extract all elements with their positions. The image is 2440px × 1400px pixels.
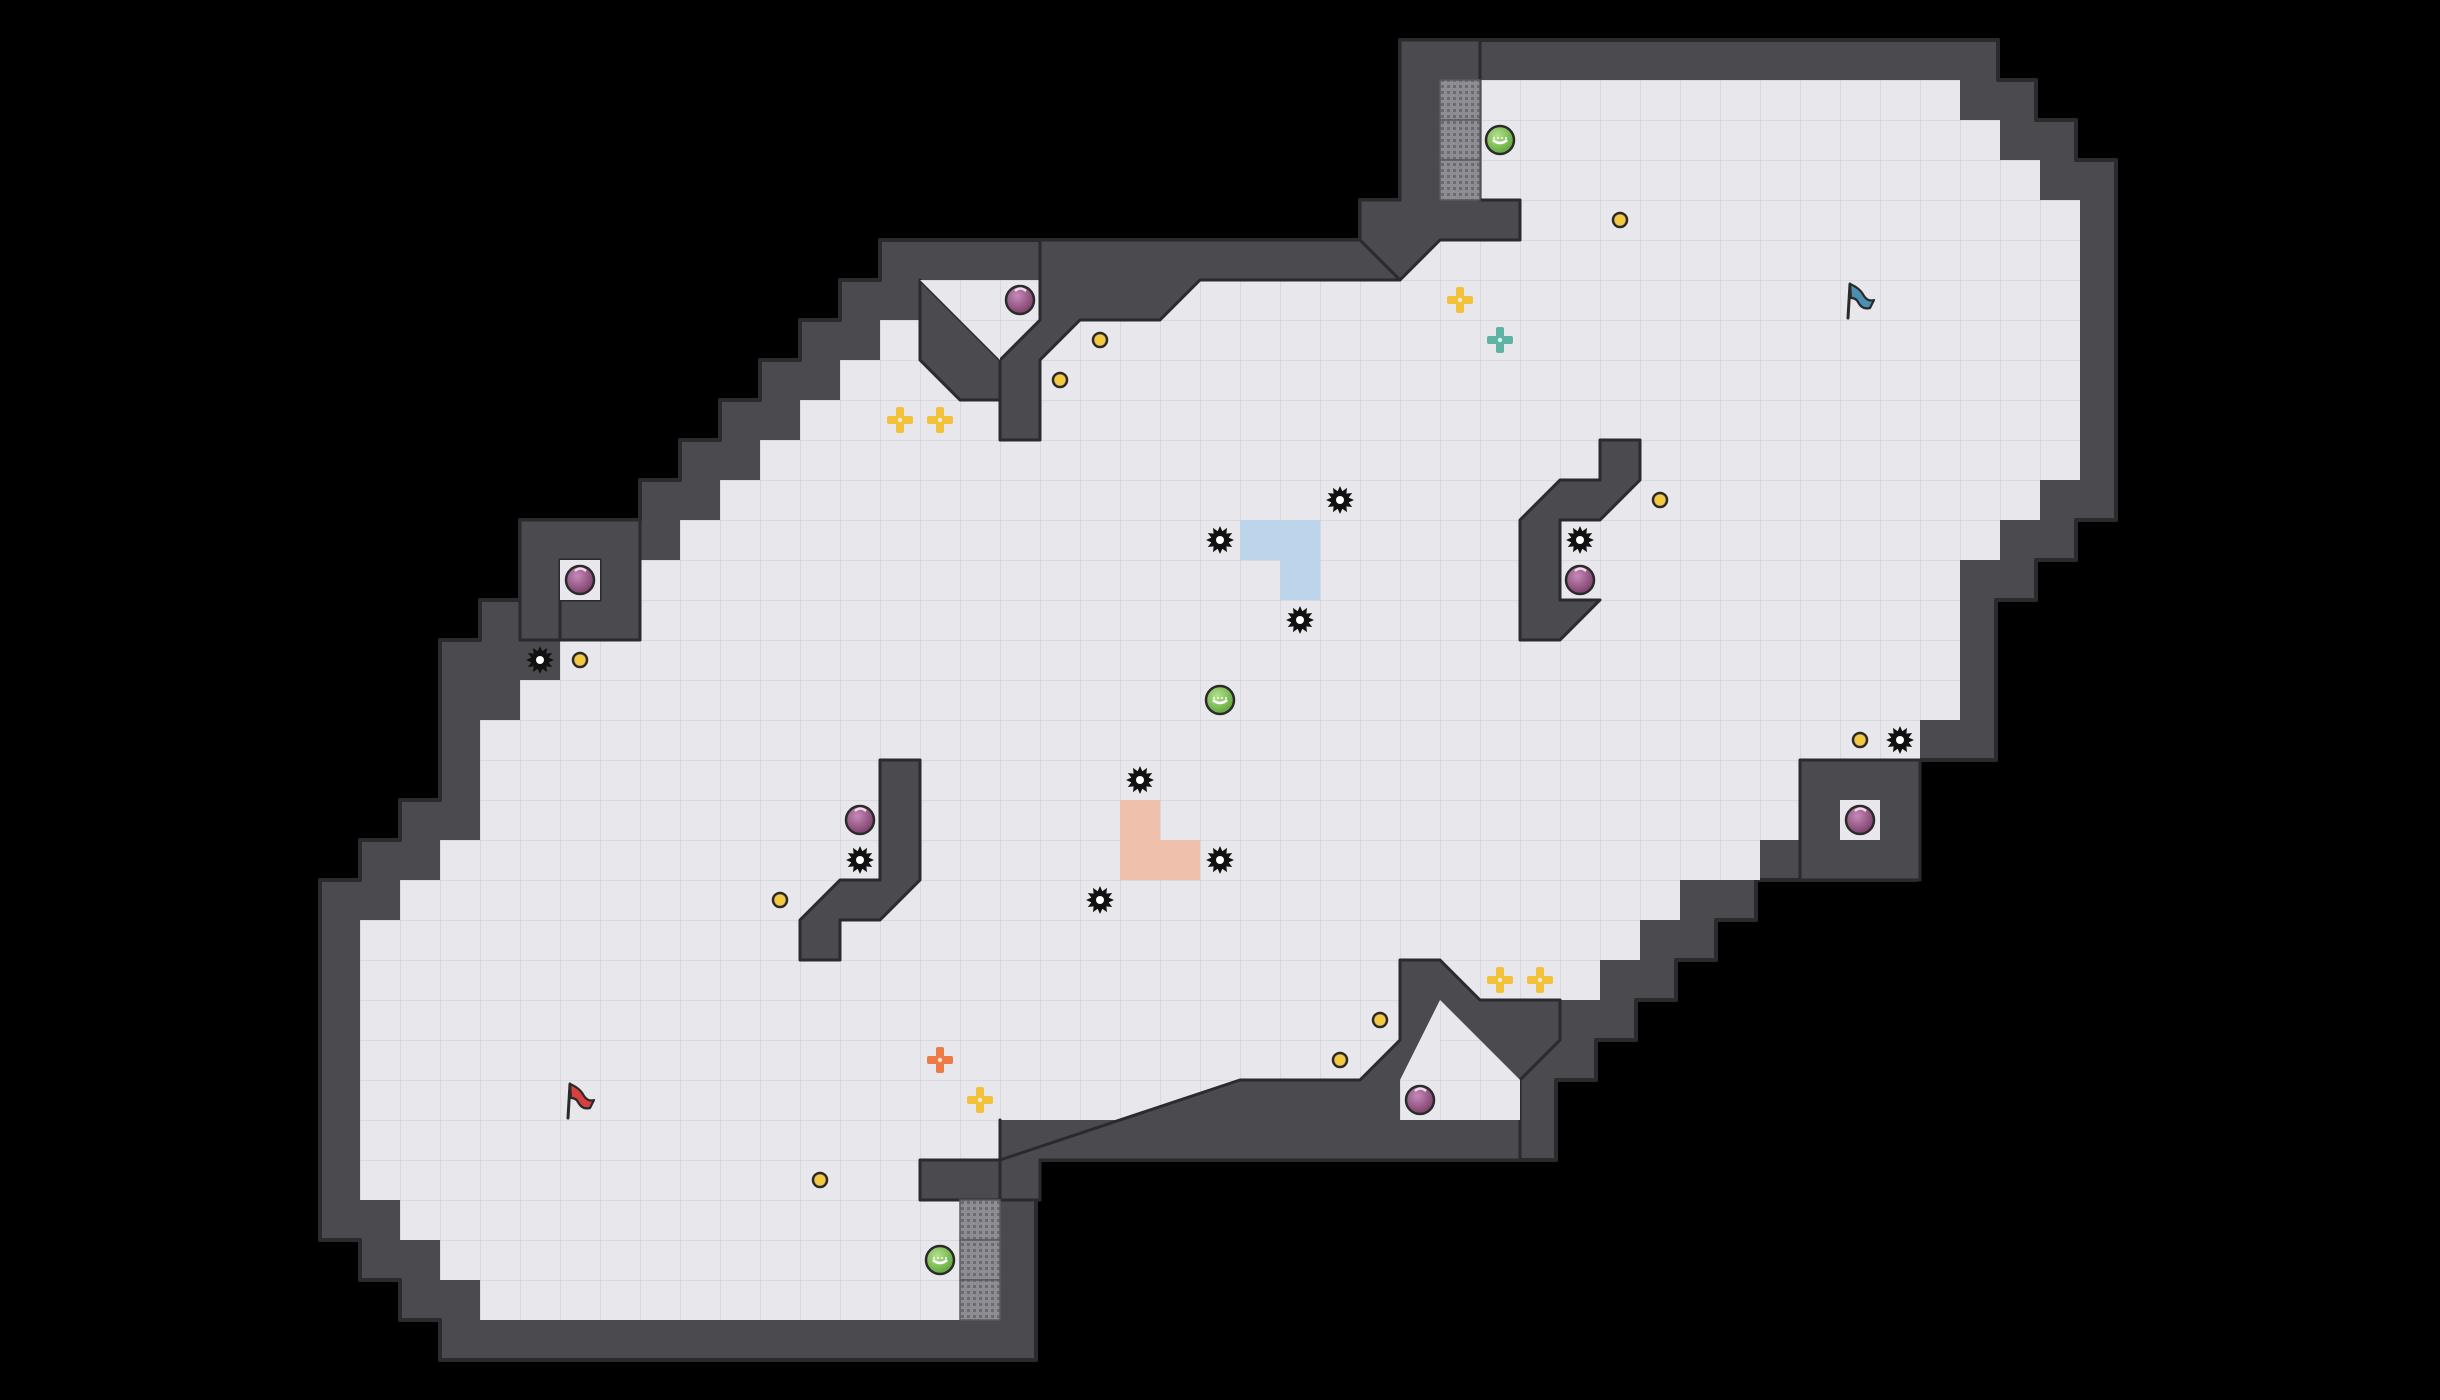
vent-grate-icon (1439, 119, 1481, 161)
wall-segment (1518, 438, 1642, 642)
coin-icon[interactable] (1611, 211, 1629, 229)
spike-mine-icon[interactable] (1286, 606, 1314, 634)
coin-icon[interactable] (1051, 371, 1069, 389)
green-smiley-icon[interactable] (924, 1244, 956, 1276)
spike-mine-icon[interactable] (1206, 526, 1234, 554)
entities (526, 124, 1914, 1276)
coin-icon[interactable] (571, 651, 589, 669)
spike-mine-icon[interactable] (846, 846, 874, 874)
spike-mine-icon[interactable] (1326, 486, 1354, 514)
coin-icon[interactable] (771, 891, 789, 909)
purple-orb-icon[interactable] (844, 804, 876, 836)
plus-powerup-icon[interactable] (1447, 287, 1473, 313)
coin-icon[interactable] (1331, 1051, 1349, 1069)
vent-grate-icon (1439, 79, 1481, 121)
coin-icon[interactable] (1851, 731, 1869, 749)
coin-icon[interactable] (1091, 331, 1109, 349)
coin-icon[interactable] (1371, 1011, 1389, 1029)
coin-icon[interactable] (811, 1171, 829, 1189)
flag-icon[interactable] (1846, 282, 1876, 320)
inner-walls (518, 38, 1922, 1202)
coin-icon[interactable] (1651, 491, 1669, 509)
plus-powerup-icon[interactable] (927, 407, 953, 433)
vent-grate-icon (959, 1239, 1001, 1281)
plus-powerup-icon[interactable] (1487, 327, 1513, 353)
plus-powerup-icon[interactable] (887, 407, 913, 433)
spike-mine-icon[interactable] (1126, 766, 1154, 794)
vent-grate-icon (959, 1279, 1001, 1321)
vent-grate-icon (959, 1199, 1001, 1241)
wall-segment (878, 238, 1402, 442)
flag-icon[interactable] (566, 1082, 596, 1120)
orange-zone (1120, 800, 1200, 880)
spike-mine-icon[interactable] (526, 646, 554, 674)
spike-mine-icon[interactable] (1086, 886, 1114, 914)
purple-orb-icon[interactable] (1844, 804, 1876, 836)
spike-mine-icon[interactable] (1566, 526, 1594, 554)
purple-orb-icon[interactable] (1004, 284, 1036, 316)
blue-zone (1240, 520, 1320, 600)
purple-orb-icon[interactable] (1404, 1084, 1436, 1116)
spike-mine-icon[interactable] (1886, 726, 1914, 754)
plus-powerup-icon[interactable] (1527, 967, 1553, 993)
vent-grate-icon (1439, 159, 1481, 201)
plus-powerup-icon[interactable] (1487, 967, 1513, 993)
plus-powerup-icon[interactable] (967, 1087, 993, 1113)
plus-powerup-icon[interactable] (927, 1047, 953, 1073)
wall-segment (798, 758, 922, 962)
vent-grates (959, 79, 1481, 1321)
spike-mine-icon[interactable] (1206, 846, 1234, 874)
green-smiley-icon[interactable] (1484, 124, 1516, 156)
purple-orb-icon[interactable] (1564, 564, 1596, 596)
purple-orb-icon[interactable] (564, 564, 596, 596)
zones (1120, 520, 1320, 880)
green-smiley-icon[interactable] (1204, 684, 1236, 716)
